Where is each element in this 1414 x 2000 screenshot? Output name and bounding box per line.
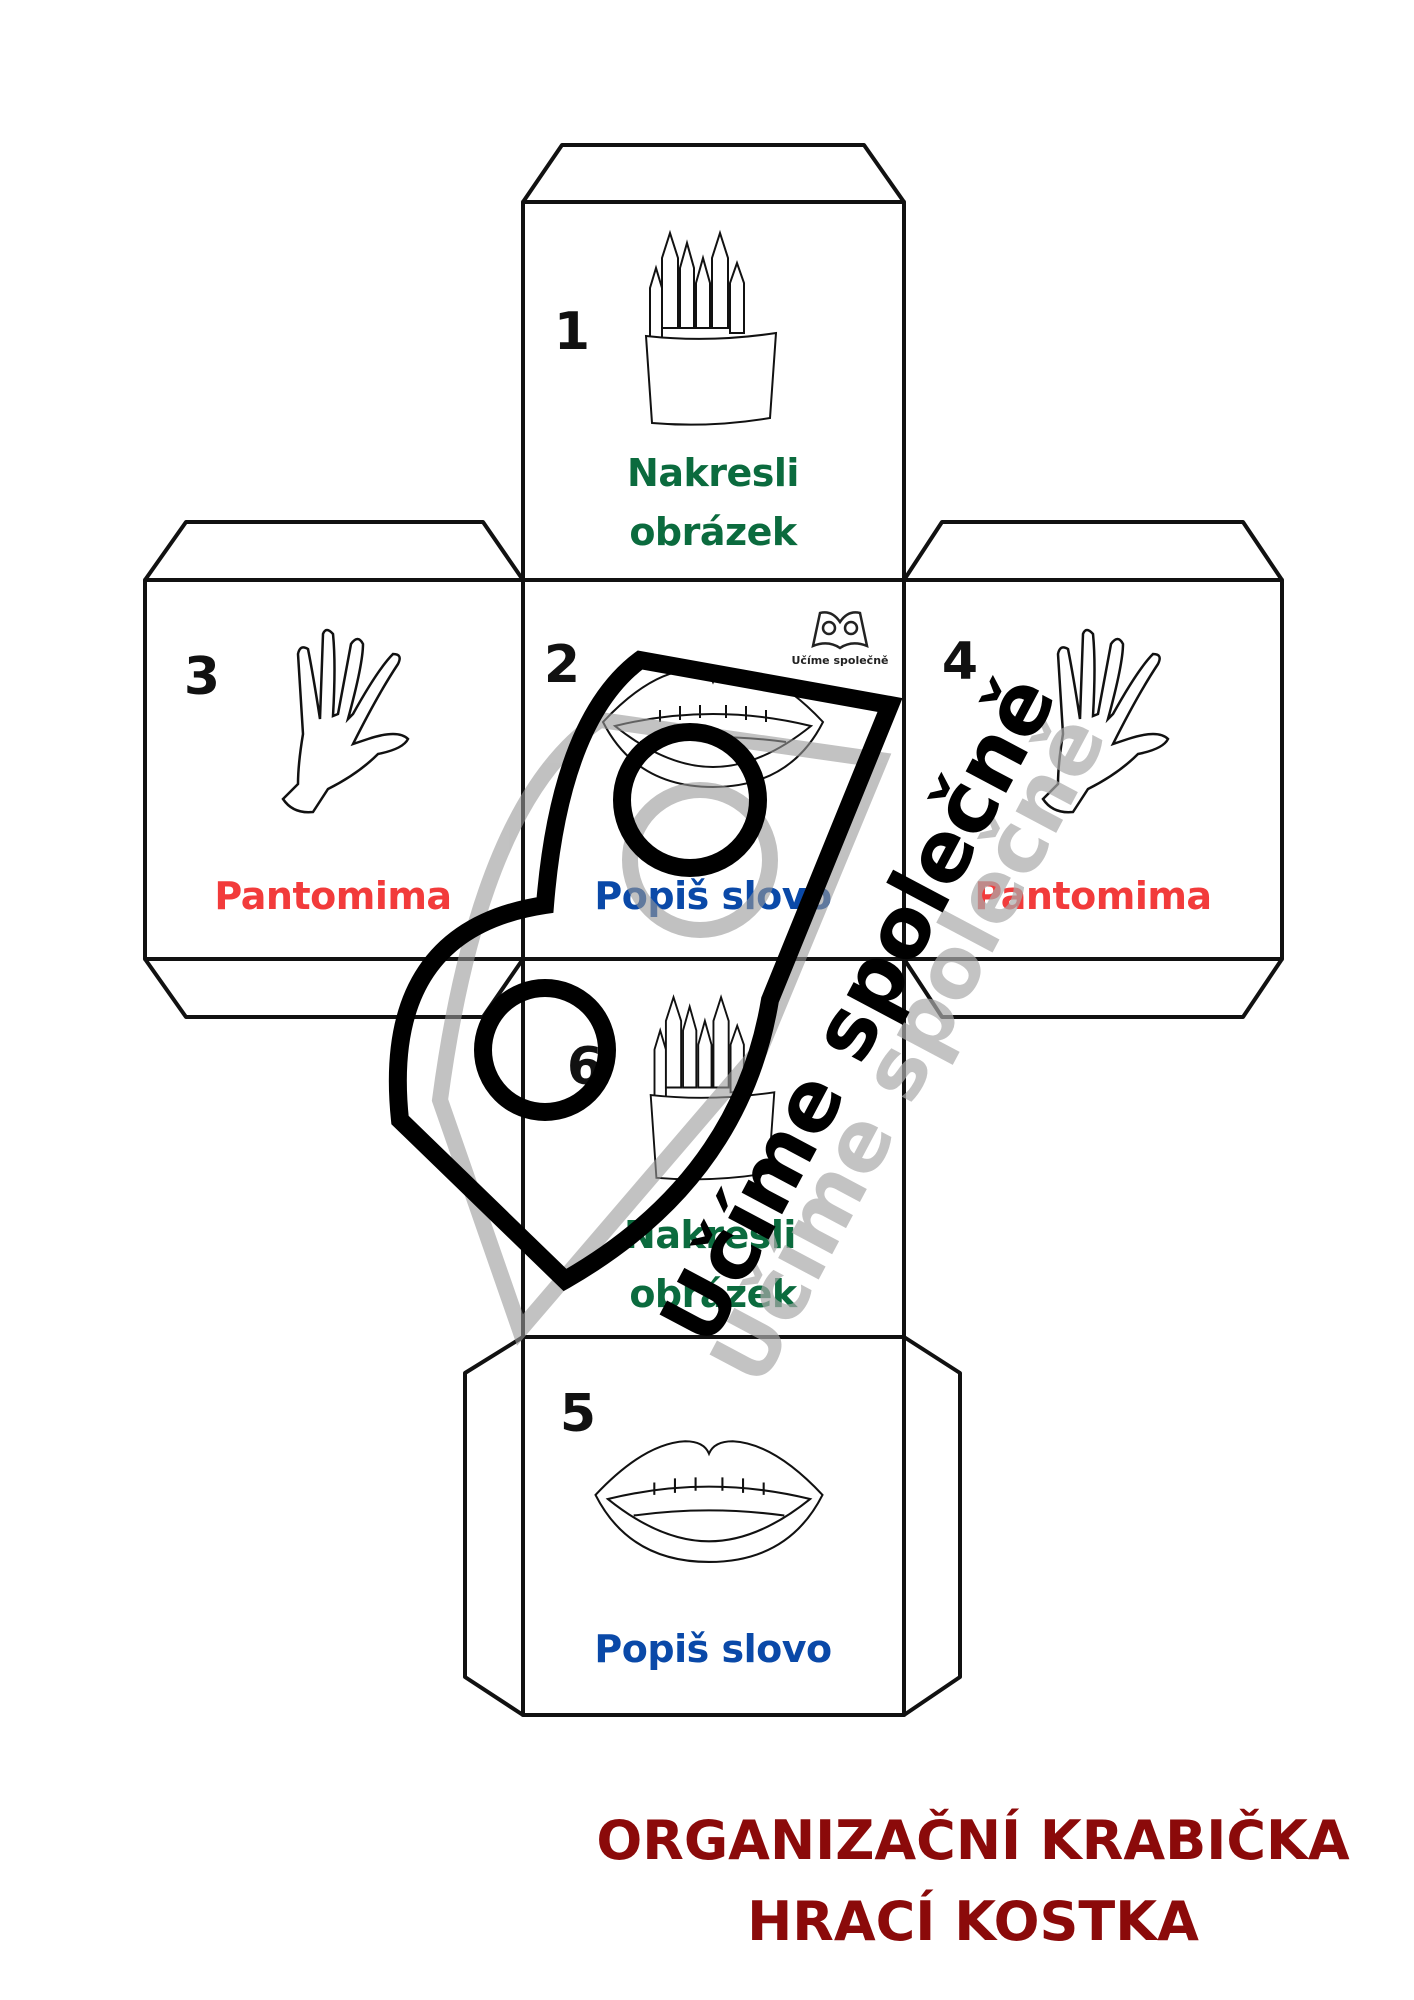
face-6-label: Nakresli bbox=[624, 1213, 796, 1257]
face-3-label: Pantomima bbox=[214, 874, 452, 918]
bottom-right-tab bbox=[902, 1335, 962, 1717]
lips-icon bbox=[594, 1440, 824, 1563]
face-4-number: 4 bbox=[941, 632, 979, 692]
face-4-label: Pantomima bbox=[974, 874, 1212, 918]
top-tab bbox=[521, 143, 906, 204]
left-top-tab bbox=[143, 520, 525, 582]
face-6-number: 6 bbox=[566, 1037, 604, 1097]
open-book-icon bbox=[811, 611, 869, 650]
face-2-number: 2 bbox=[543, 635, 581, 695]
face-3-number: 3 bbox=[183, 647, 221, 707]
lips-icon bbox=[601, 668, 825, 788]
right-bottom-tab bbox=[902, 957, 1284, 1019]
hand-icon bbox=[281, 628, 410, 814]
face-6-label-line2: obrázek bbox=[629, 1272, 797, 1316]
face-1-number: 1 bbox=[553, 302, 591, 362]
face-1-label: Nakresli bbox=[627, 451, 799, 495]
title-line-1: ORGANIZAČNÍ KRABIČKA bbox=[596, 1809, 1350, 1872]
face-1-label-line2: obrázek bbox=[629, 510, 797, 554]
right-top-tab bbox=[902, 520, 1284, 582]
pencil-cup-icon bbox=[644, 229, 778, 426]
face-5-label: Popiš slovo bbox=[594, 1627, 832, 1671]
hand-icon bbox=[1041, 628, 1170, 814]
title-line-2: HRACÍ KOSTKA bbox=[747, 1890, 1199, 1953]
brand-logo: Učíme společně bbox=[790, 608, 890, 667]
bottom-left-tab bbox=[463, 1335, 525, 1717]
face-5-number: 5 bbox=[559, 1384, 597, 1444]
face-2-label: Popiš slovo bbox=[594, 874, 832, 918]
left-bottom-tab bbox=[143, 957, 525, 1019]
pencil-cup-icon bbox=[649, 994, 776, 1181]
face-4-outline bbox=[902, 578, 1284, 961]
